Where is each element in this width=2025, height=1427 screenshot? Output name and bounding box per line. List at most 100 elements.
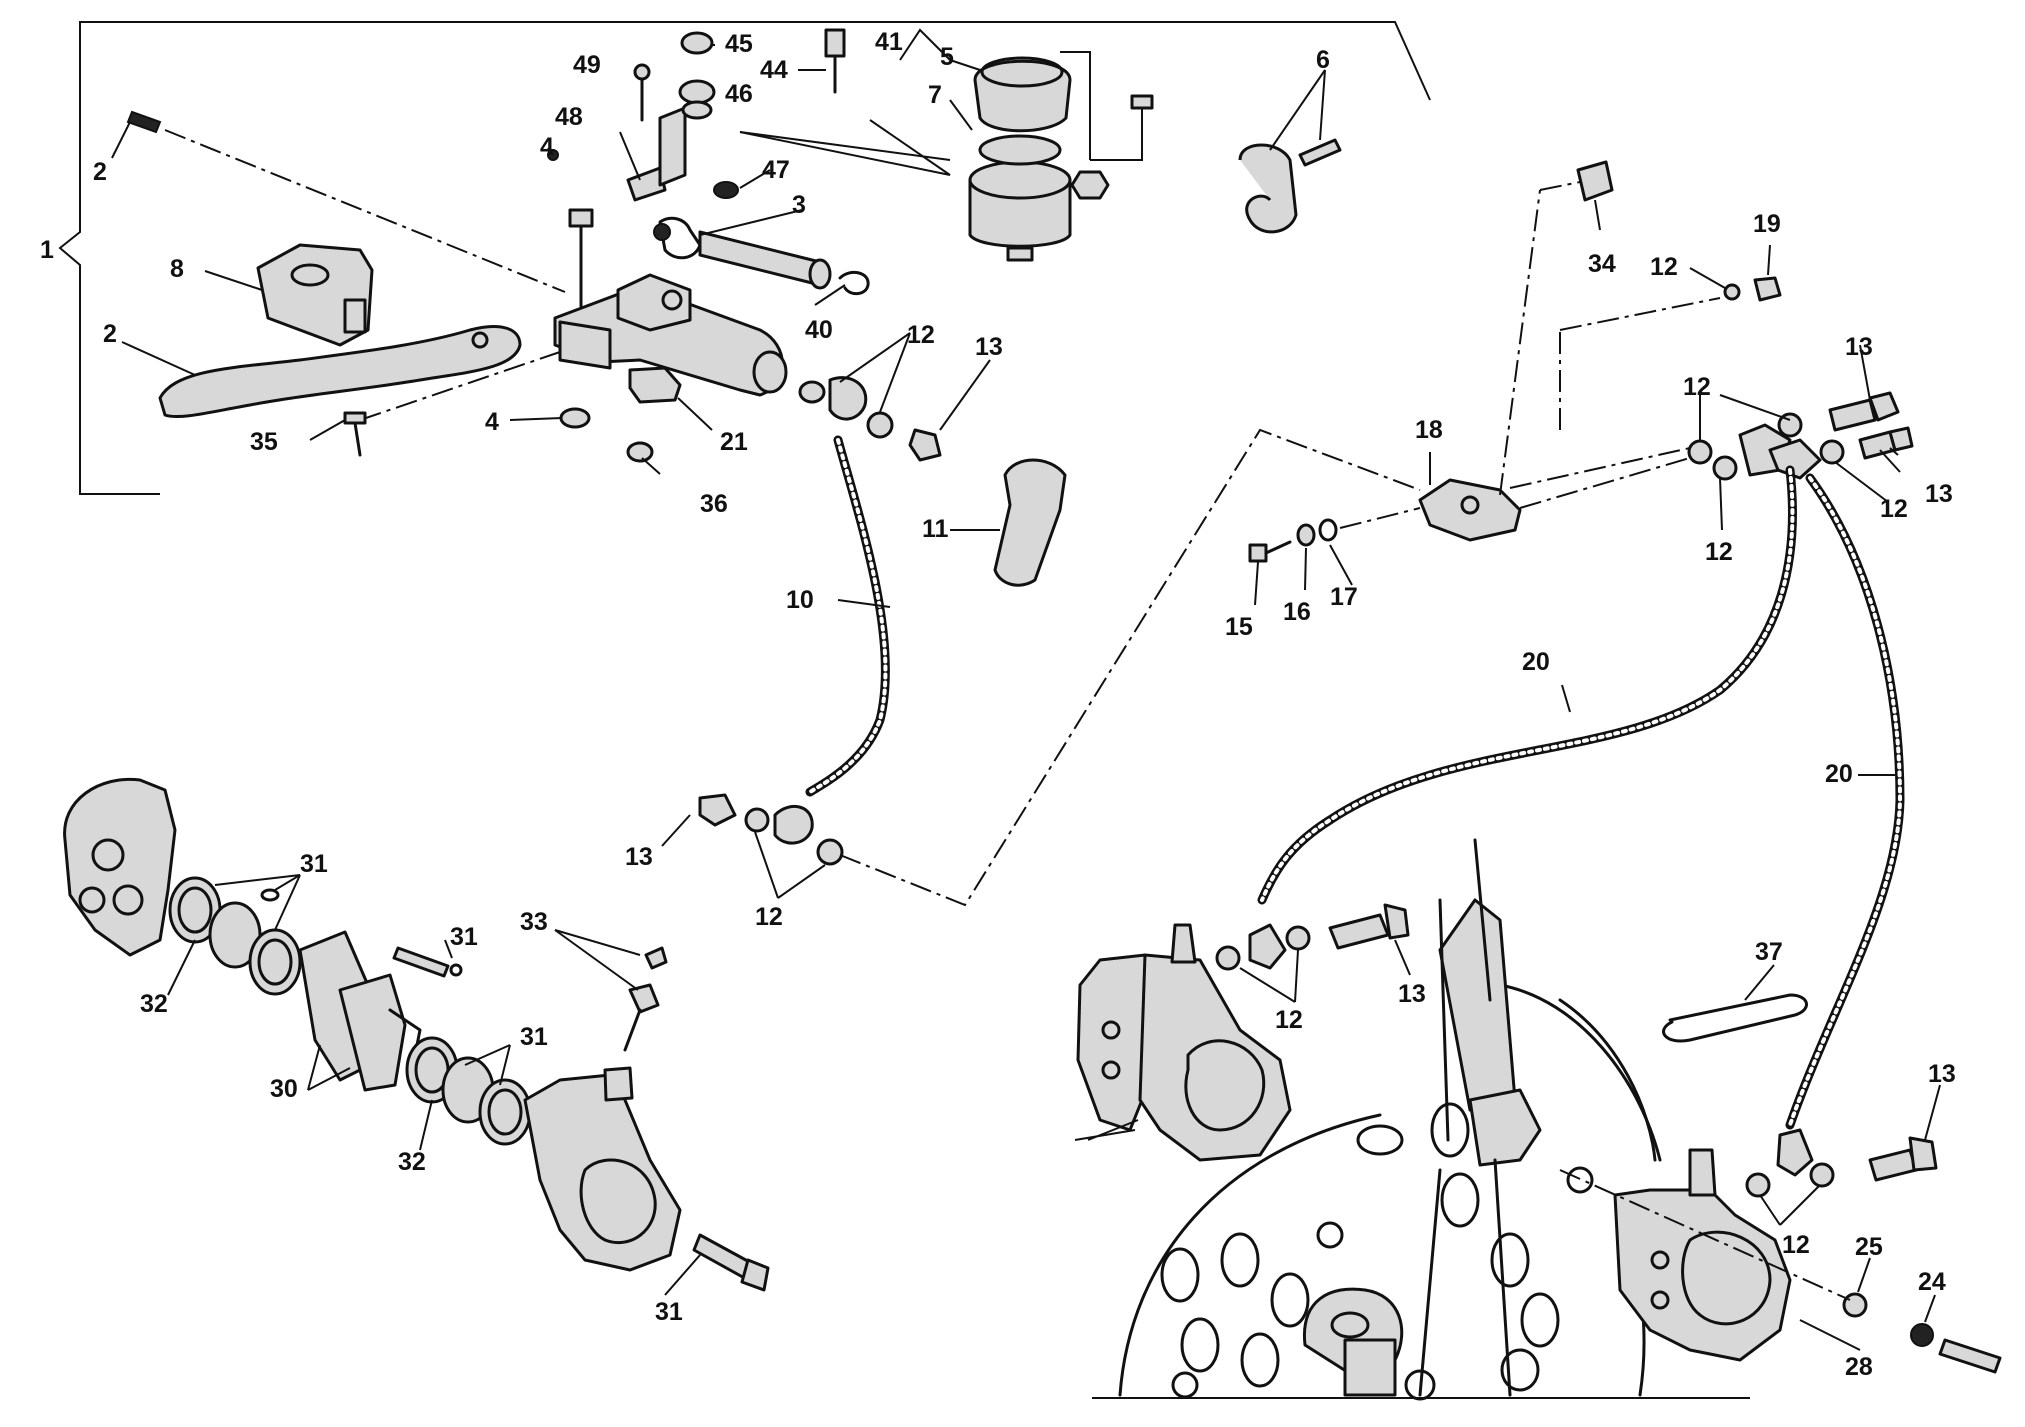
callout-28: 28 [1845, 1353, 1873, 1381]
front-fork [1418, 838, 1542, 1397]
bleed-nipple-33 [623, 946, 668, 1052]
callout-20: 20 [1522, 648, 1550, 676]
banjo-cluster-right [1687, 391, 1914, 481]
banjo-fitting-lower [698, 793, 844, 866]
washer-16 [1296, 523, 1316, 547]
callout-25: 25 [1855, 1233, 1883, 1261]
caliper-28 [1613, 1148, 1792, 1362]
callout-2: 2 [93, 158, 107, 186]
nut-36 [626, 441, 654, 463]
callout-32: 32 [140, 990, 168, 1018]
dust-boot-11 [993, 458, 1067, 587]
washer-12-top [1723, 283, 1741, 301]
handlebar-clamp [256, 243, 374, 347]
master-cylinder [553, 273, 788, 397]
callout-31: 31 [300, 850, 328, 878]
callout-12: 12 [1782, 1231, 1810, 1259]
washer-25 [1842, 1292, 1868, 1318]
adjuster-screw [126, 110, 162, 134]
callout-24: 24 [1918, 1268, 1946, 1296]
callout-16: 16 [1283, 598, 1311, 626]
bolt-caliper [1938, 1338, 2002, 1374]
brake-switch [628, 366, 682, 404]
caliper-half-inner [523, 1066, 682, 1272]
callout-44: 44 [760, 56, 788, 84]
bolt-44 [824, 28, 846, 94]
callout-3: 3 [792, 191, 806, 219]
small-screw-top [1130, 94, 1154, 110]
callout-6: 6 [1316, 46, 1330, 74]
small-pin-31 [260, 888, 280, 902]
banjo-caliper-29 [1215, 903, 1410, 971]
fluid-reservoir [968, 56, 1072, 262]
callout-15: 15 [1225, 613, 1253, 641]
callout-10: 10 [786, 586, 814, 614]
callout-12: 12 [1650, 253, 1678, 281]
brake-hose-20-left [1257, 465, 1797, 905]
callout-12: 12 [1275, 1006, 1303, 1034]
caliper-29 [1076, 923, 1292, 1162]
callout-13: 13 [1928, 1060, 1956, 1088]
hose-clip [838, 270, 870, 296]
banjo-fitting-top [798, 376, 942, 462]
callout-4: 4 [540, 133, 554, 161]
callout-32: 32 [398, 1148, 426, 1176]
piston-assembly [653, 216, 832, 290]
pad-pin-31 [392, 946, 463, 978]
callout-18: 18 [1415, 416, 1443, 444]
callout-4: 4 [485, 408, 499, 436]
hub-center [1302, 1287, 1404, 1397]
caliper-half-outer [63, 777, 177, 957]
callout-12: 12 [1705, 538, 1733, 566]
callout-49: 49 [573, 51, 601, 79]
seal-31d [478, 1078, 532, 1146]
callout-45: 45 [725, 30, 753, 58]
callout-31: 31 [450, 923, 478, 951]
callout-31: 31 [520, 1023, 548, 1051]
callout-35: 35 [250, 428, 278, 456]
hose-clip-37 [1662, 993, 1808, 1043]
callout-13: 13 [1845, 333, 1873, 361]
callout-17: 17 [1330, 583, 1358, 611]
brake-lever [158, 325, 522, 419]
grommet-47 [713, 181, 739, 199]
screw-15 [1248, 540, 1292, 563]
callout-20: 20 [1825, 760, 1853, 788]
nut-24 [1910, 1323, 1934, 1347]
callout-13: 13 [625, 843, 653, 871]
washer-17 [1318, 518, 1338, 542]
callout-36: 36 [700, 490, 728, 518]
mounting-bolt-31 [692, 1233, 770, 1292]
grommet-46 [678, 79, 716, 120]
reservoir-bracket-nut [1070, 170, 1110, 200]
nut-4 [559, 407, 591, 429]
leader-lines [111, 28, 1941, 1351]
callout-30: 30 [270, 1075, 298, 1103]
callout-labels: 1 2 2 8 35 4 4 36 21 3 40 48 49 45 46 47… [40, 28, 1956, 1381]
callout-40: 40 [805, 316, 833, 344]
callout-47: 47 [762, 156, 790, 184]
callout-37: 37 [1755, 938, 1783, 966]
callout-12: 12 [907, 321, 935, 349]
brake-hose-10 [805, 435, 890, 797]
banjo-caliper-28 [1745, 1128, 1938, 1198]
brake-splitter-18 [1418, 478, 1522, 542]
callout-13: 13 [975, 333, 1003, 361]
screw-35 [343, 411, 367, 457]
callout-34: 34 [1588, 250, 1616, 278]
callout-12: 12 [755, 903, 783, 931]
callout-2: 2 [103, 320, 117, 348]
callout-41: 41 [875, 28, 903, 56]
piston-seal-32a [168, 876, 222, 944]
assembly-bracket [58, 21, 1431, 495]
callout-31: 31 [655, 1298, 683, 1326]
bracket-48 [626, 106, 687, 202]
callout-5: 5 [940, 43, 954, 71]
brake-pads-30 [298, 930, 422, 1092]
callout-21: 21 [720, 428, 748, 456]
callout-19: 19 [1753, 210, 1781, 238]
callout-11: 11 [922, 515, 949, 543]
callout-48: 48 [555, 103, 583, 131]
cap-34 [1576, 160, 1614, 202]
